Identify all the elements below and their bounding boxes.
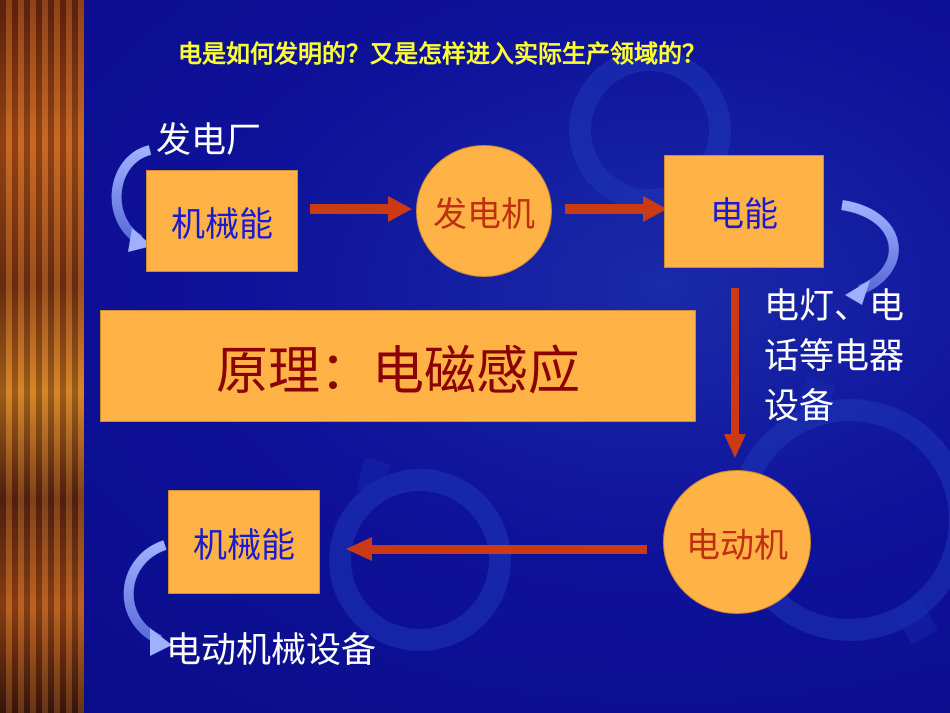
label-appliances-line1: 电灯、电: [764, 287, 905, 327]
label-appliances-line3: 设备: [764, 387, 835, 427]
curved-arrow-bottom-left: [123, 540, 167, 645]
principle-box: 原理：电磁感应: [100, 310, 696, 422]
node-mech-energy-bottom: 机械能: [168, 490, 320, 594]
slide-title: 电是如何发明的？又是怎样进入实际生产领域的？: [178, 40, 706, 68]
curved-arrow-right-head: [845, 280, 870, 305]
arrow-motor-to-mech-head: [346, 537, 372, 561]
curved-arrow-top-left: [111, 145, 152, 245]
arrow-mech-to-generator: [310, 204, 390, 214]
node-generator: 发电机: [416, 145, 552, 277]
label-appliances-line2: 话等电器: [764, 337, 905, 377]
node-motor: 电动机: [663, 470, 811, 614]
arrow-generator-to-electric-head: [643, 196, 667, 222]
arrow-motor-to-mech: [370, 545, 647, 554]
curved-arrow-bottom-left-head: [150, 628, 172, 656]
arrow-generator-to-electric: [565, 204, 645, 214]
node-electric-energy: 电能: [664, 155, 824, 268]
arrow-electric-to-motor-head: [724, 434, 746, 458]
curved-arrow-right: [841, 200, 899, 295]
label-power-plant: 发电厂: [156, 121, 262, 161]
decorative-gear-strip: [0, 0, 84, 713]
arrow-mech-to-generator-head: [388, 196, 412, 222]
label-motor-machinery: 电动机械设备: [166, 631, 377, 671]
arrow-electric-to-motor: [731, 288, 739, 438]
node-mech-energy-top: 机械能: [146, 170, 298, 272]
